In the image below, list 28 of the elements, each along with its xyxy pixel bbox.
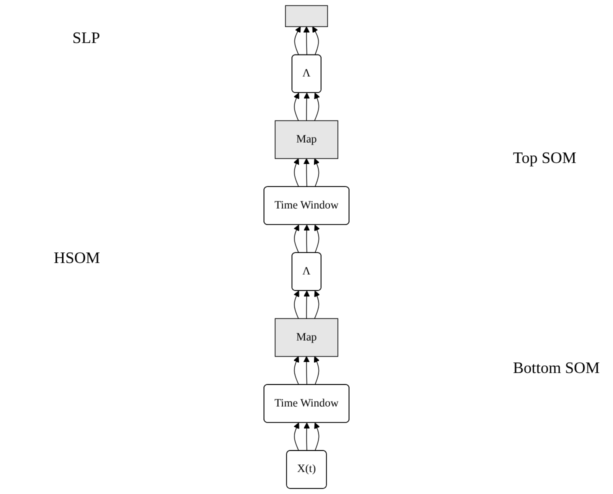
arrow — [303, 26, 310, 56]
arrow — [294, 26, 301, 56]
group-label: Bottom SOM — [513, 360, 600, 378]
group-label: SLP — [72, 30, 100, 48]
arrow — [303, 356, 310, 386]
arrow — [293, 158, 300, 188]
arrow — [304, 422, 310, 452]
arrow — [294, 92, 300, 122]
node-box — [285, 5, 328, 28]
arrow — [294, 224, 300, 254]
node-box: Map — [274, 120, 338, 159]
arrow — [314, 356, 320, 386]
arrow — [314, 158, 320, 188]
arrow — [294, 422, 300, 452]
arrow — [303, 158, 310, 188]
group-label: Top SOM — [513, 150, 576, 168]
arrow — [314, 290, 320, 319]
arrow — [314, 92, 320, 122]
arrow — [293, 356, 300, 386]
arrow — [304, 224, 310, 254]
arrow — [314, 224, 320, 254]
node-box: Map — [274, 318, 338, 357]
arrow — [314, 422, 320, 452]
arrow — [304, 92, 310, 122]
group-label: HSOM — [54, 250, 100, 268]
arrow — [294, 290, 300, 319]
arrow — [312, 26, 319, 56]
arrow — [304, 290, 310, 319]
